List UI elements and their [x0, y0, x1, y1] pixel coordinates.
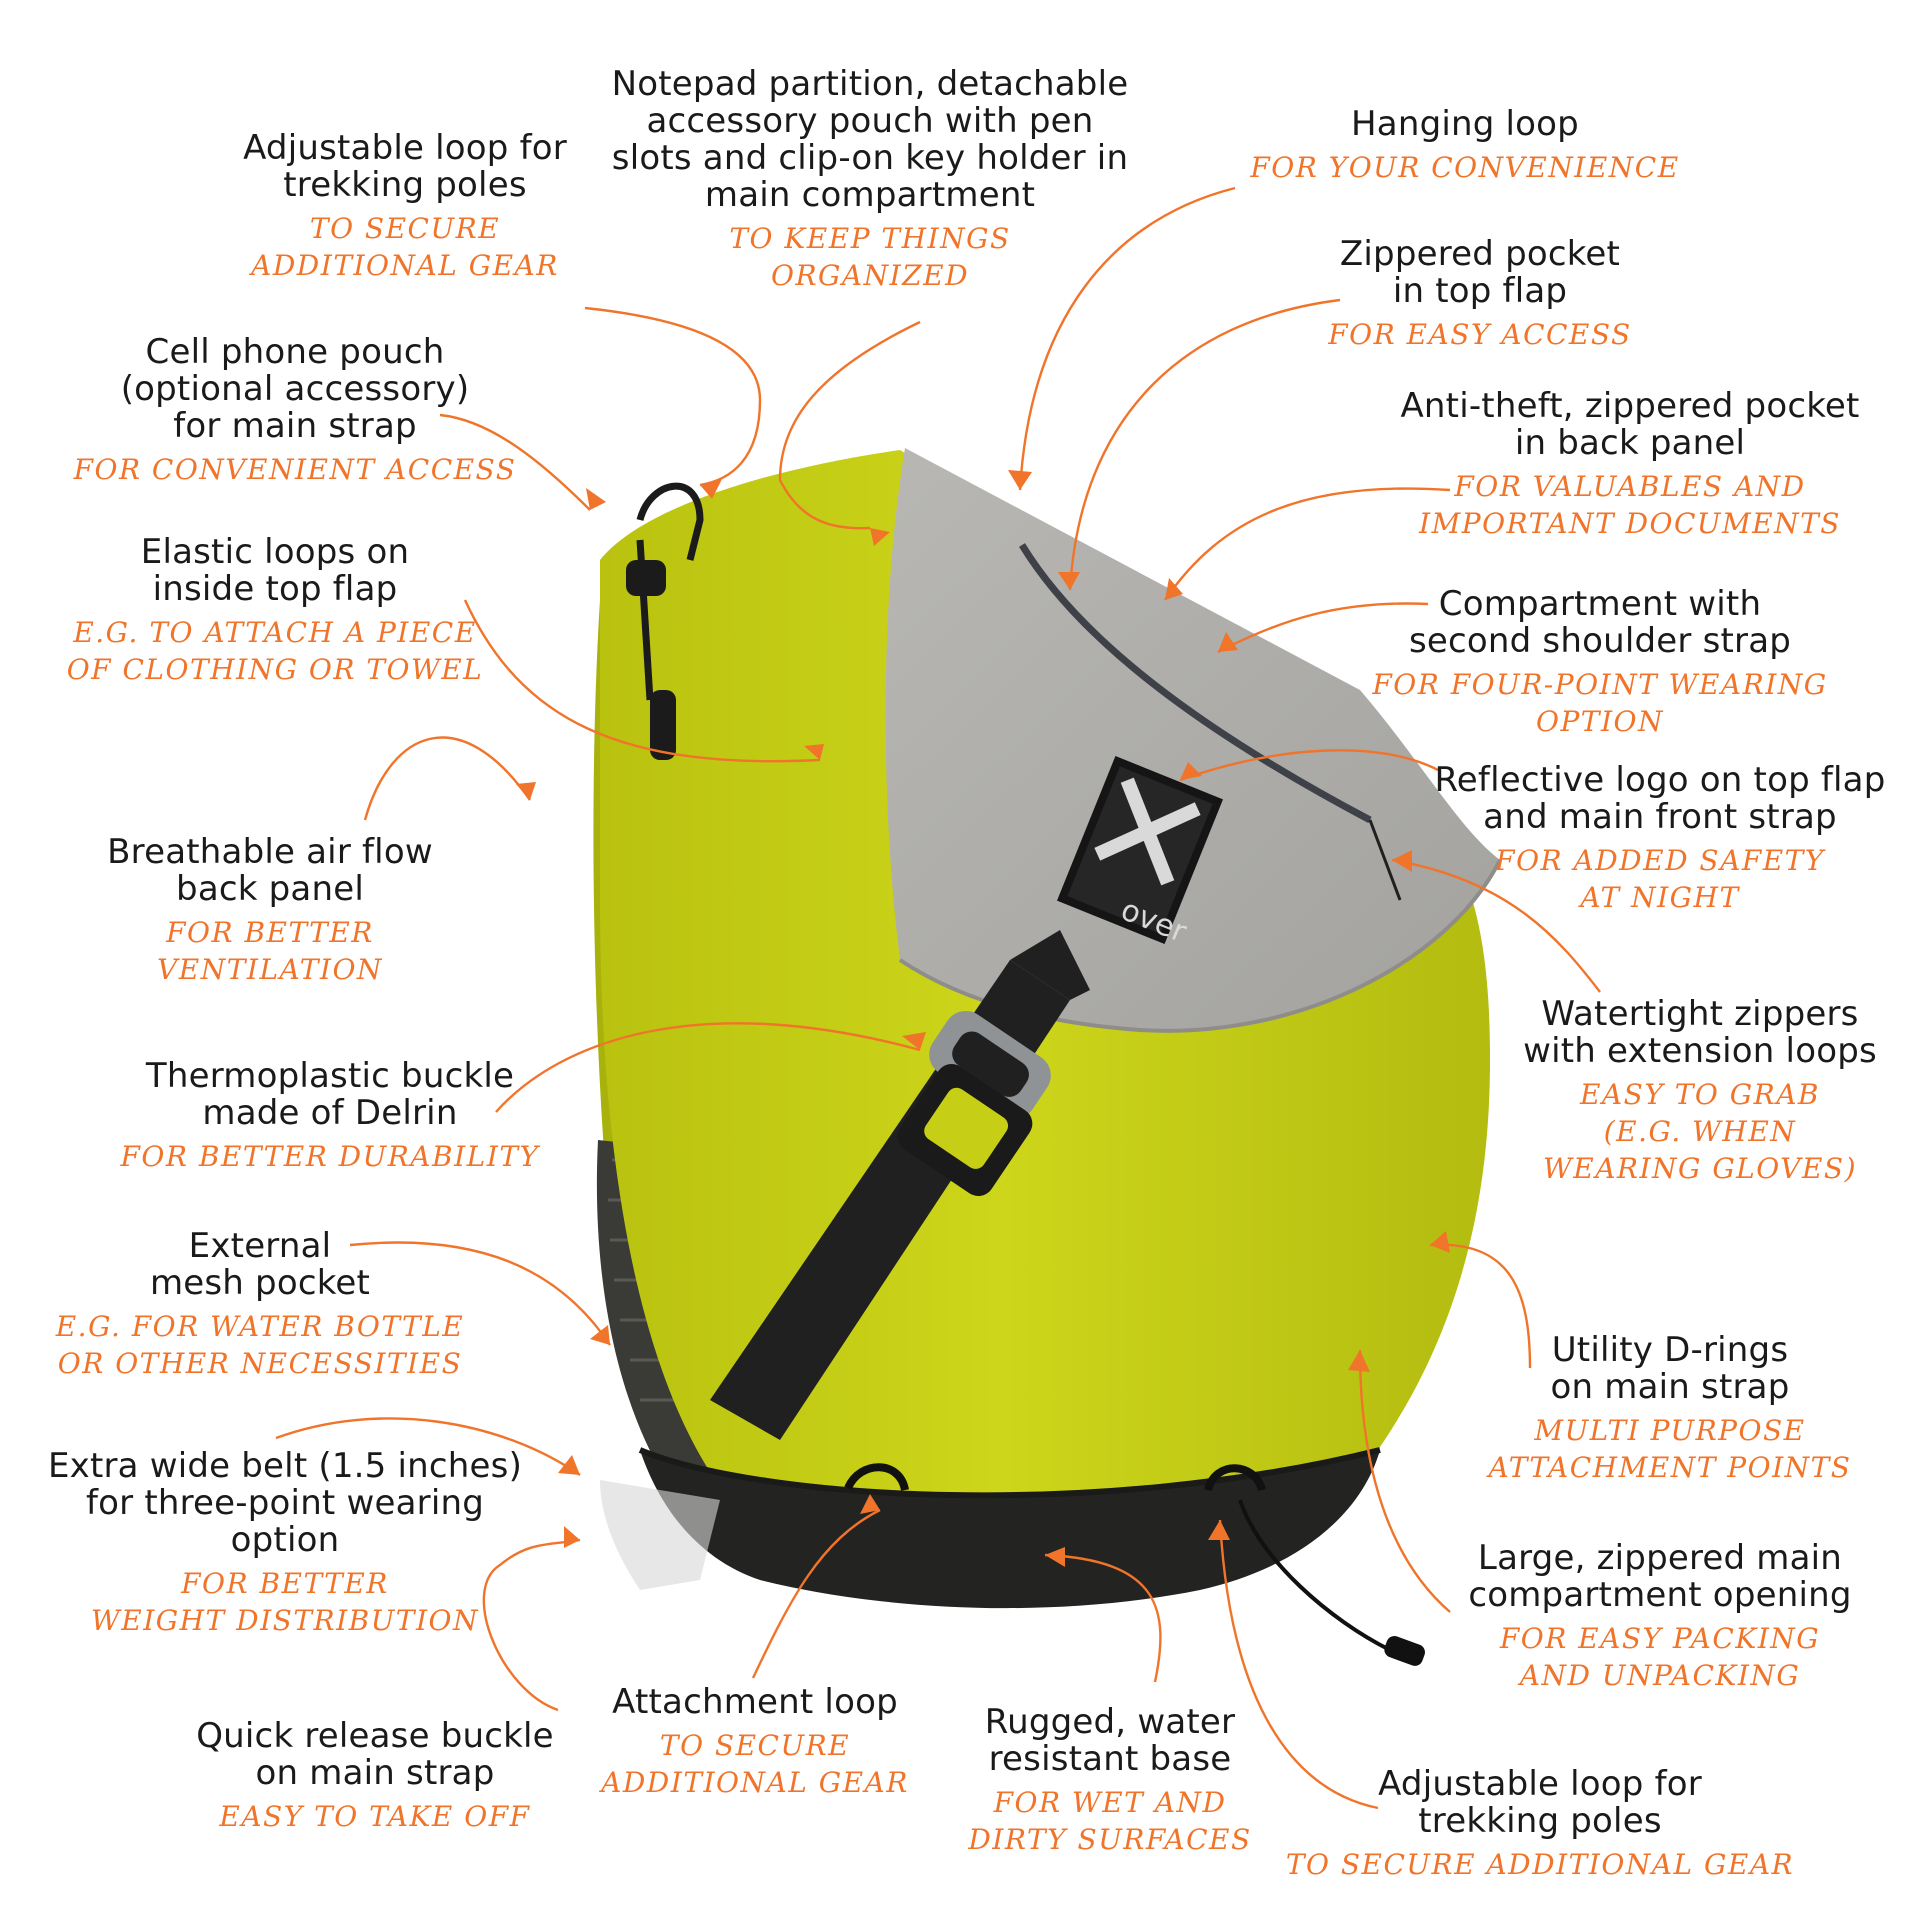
callout-benefit: for four-point wearing option [1372, 668, 1828, 738]
callout-title: Elastic loops on inside top flap [140, 532, 410, 609]
callout-wide-belt: Extra wide belt (1.5 inches) for three-p… [30, 1448, 540, 1639]
belt-strap [600, 1480, 720, 1590]
callout-benefit: for convenient access [73, 453, 517, 486]
callout-title: Notepad partition, detachable accessory … [611, 64, 1129, 215]
callout-breathable-back-panel: Breathable air flow back panel for bette… [50, 834, 490, 988]
callout-benefit: to keep things organized [729, 222, 1011, 292]
callout-cell-phone-pouch: Cell phone pouch (optional accessory) fo… [70, 334, 520, 488]
callout-attachment-loop: Attachment loop to secure additional gea… [590, 1684, 920, 1801]
flap-zipper [1019, 543, 1372, 824]
callout-benefit: for added safety at night [1495, 844, 1825, 914]
callout-title: Quick release buckle on main strap [196, 1716, 554, 1793]
callout-title: Compartment with second shoulder strap [1408, 584, 1792, 661]
callout-benefit: for easy access [1328, 318, 1632, 351]
callout-elastic-loops: Elastic loops on inside top flap e.g. to… [60, 534, 490, 688]
callout-title: Rugged, water resistant base [984, 1702, 1236, 1779]
callout-title: Anti-theft, zippered pocket in back pane… [1400, 386, 1860, 463]
upper-strap [1010, 930, 1090, 1000]
thermoplastic-buckle [897, 1010, 1051, 1196]
callout-benefit: multi purpose attachment points [1488, 1414, 1852, 1484]
callout-benefit: for wet and dirty surfaces [968, 1786, 1252, 1856]
callout-benefit: for your convenience [1250, 151, 1680, 184]
callout-title: Cell phone pouch (optional accessory) fo… [120, 332, 470, 446]
callout-title: Utility D-rings on main strap [1550, 1330, 1790, 1407]
callout-hanging-loop: Hanging loop for your convenience [1240, 106, 1690, 186]
callout-title: Attachment loop [612, 1682, 898, 1722]
callout-title: Zippered pocket in top flap [1339, 234, 1621, 311]
callout-zippered-pocket-flap: Zippered pocket in top flap for easy acc… [1300, 236, 1660, 353]
callout-benefit: for better ventilation [157, 916, 383, 986]
callout-benefit: to secure additional gear [251, 212, 559, 282]
callout-title: External mesh pocket [149, 1226, 371, 1303]
callout-title: Hanging loop [1351, 104, 1579, 144]
callout-trekking-poles-bottom: Adjustable loop for trekking poles to se… [1270, 1766, 1810, 1883]
callout-benefit: easy to grab (e.g. when wearing gloves) [1542, 1078, 1858, 1185]
callout-title: Reflective logo on top flap and main fro… [1434, 760, 1886, 837]
callout-benefit: for valuables and important documents [1419, 470, 1841, 540]
callout-benefit: easy to take off [219, 1800, 531, 1833]
callout-notepad-partition: Notepad partition, detachable accessory … [600, 66, 1140, 294]
callout-utility-d-rings: Utility D-rings on main strap multi purp… [1470, 1332, 1870, 1486]
callout-watertight-zippers: Watertight zippers with extension loops … [1500, 996, 1900, 1187]
arrow-heads [516, 470, 1450, 1567]
annotation-arrows [275, 186, 1601, 1810]
callout-title: Thermoplastic buckle made of Delrin [145, 1056, 515, 1133]
callout-rugged-base: Rugged, water resistant base for wet and… [940, 1704, 1280, 1858]
callout-benefit: for better weight distribution [90, 1567, 479, 1637]
callout-title: Watertight zippers with extension loops [1523, 994, 1877, 1071]
callout-mesh-pocket: External mesh pocket e.g. for water bott… [50, 1228, 470, 1382]
callout-benefit: to secure additional gear [601, 1729, 909, 1799]
callout-trekking-poles-top: Adjustable loop for trekking poles to se… [220, 130, 590, 284]
callout-benefit: e.g. to attach a piece of clothing or to… [66, 616, 484, 686]
callout-benefit: for better durability [120, 1140, 540, 1173]
callout-title: Large, zippered main compartment opening [1468, 1538, 1852, 1615]
top-flap [885, 448, 1500, 1031]
callout-title: Adjustable loop for trekking poles [243, 128, 567, 205]
trekking-pole-toggle [1384, 1636, 1425, 1666]
callout-title: Breathable air flow back panel [107, 832, 433, 909]
reflective-logo [1057, 755, 1223, 945]
callout-benefit: for easy packing and unpacking [1499, 1622, 1821, 1692]
callout-title: Extra wide belt (1.5 inches) for three-p… [47, 1446, 523, 1560]
cord-stopper [626, 560, 666, 596]
callout-thermoplastic-buckle: Thermoplastic buckle made of Delrin for … [120, 1058, 540, 1175]
callout-reflective-logo: Reflective logo on top flap and main fro… [1420, 762, 1900, 916]
callout-anti-theft-pocket: Anti-theft, zippered pocket in back pane… [1390, 388, 1870, 542]
callout-quick-release-buckle: Quick release buckle on main strap easy … [175, 1718, 575, 1835]
callout-title: Adjustable loop for trekking poles [1378, 1764, 1702, 1841]
callout-benefit: to secure additional gear [1285, 1848, 1795, 1881]
callout-main-compartment: Large, zippered main compartment opening… [1440, 1540, 1880, 1694]
callout-benefit: e.g. for water bottle or other necessiti… [55, 1310, 465, 1380]
callout-second-shoulder-strap: Compartment with second shoulder strap f… [1320, 586, 1880, 740]
attachment-loop-right [1204, 1464, 1266, 1492]
attachment-loop-left [844, 1463, 909, 1492]
